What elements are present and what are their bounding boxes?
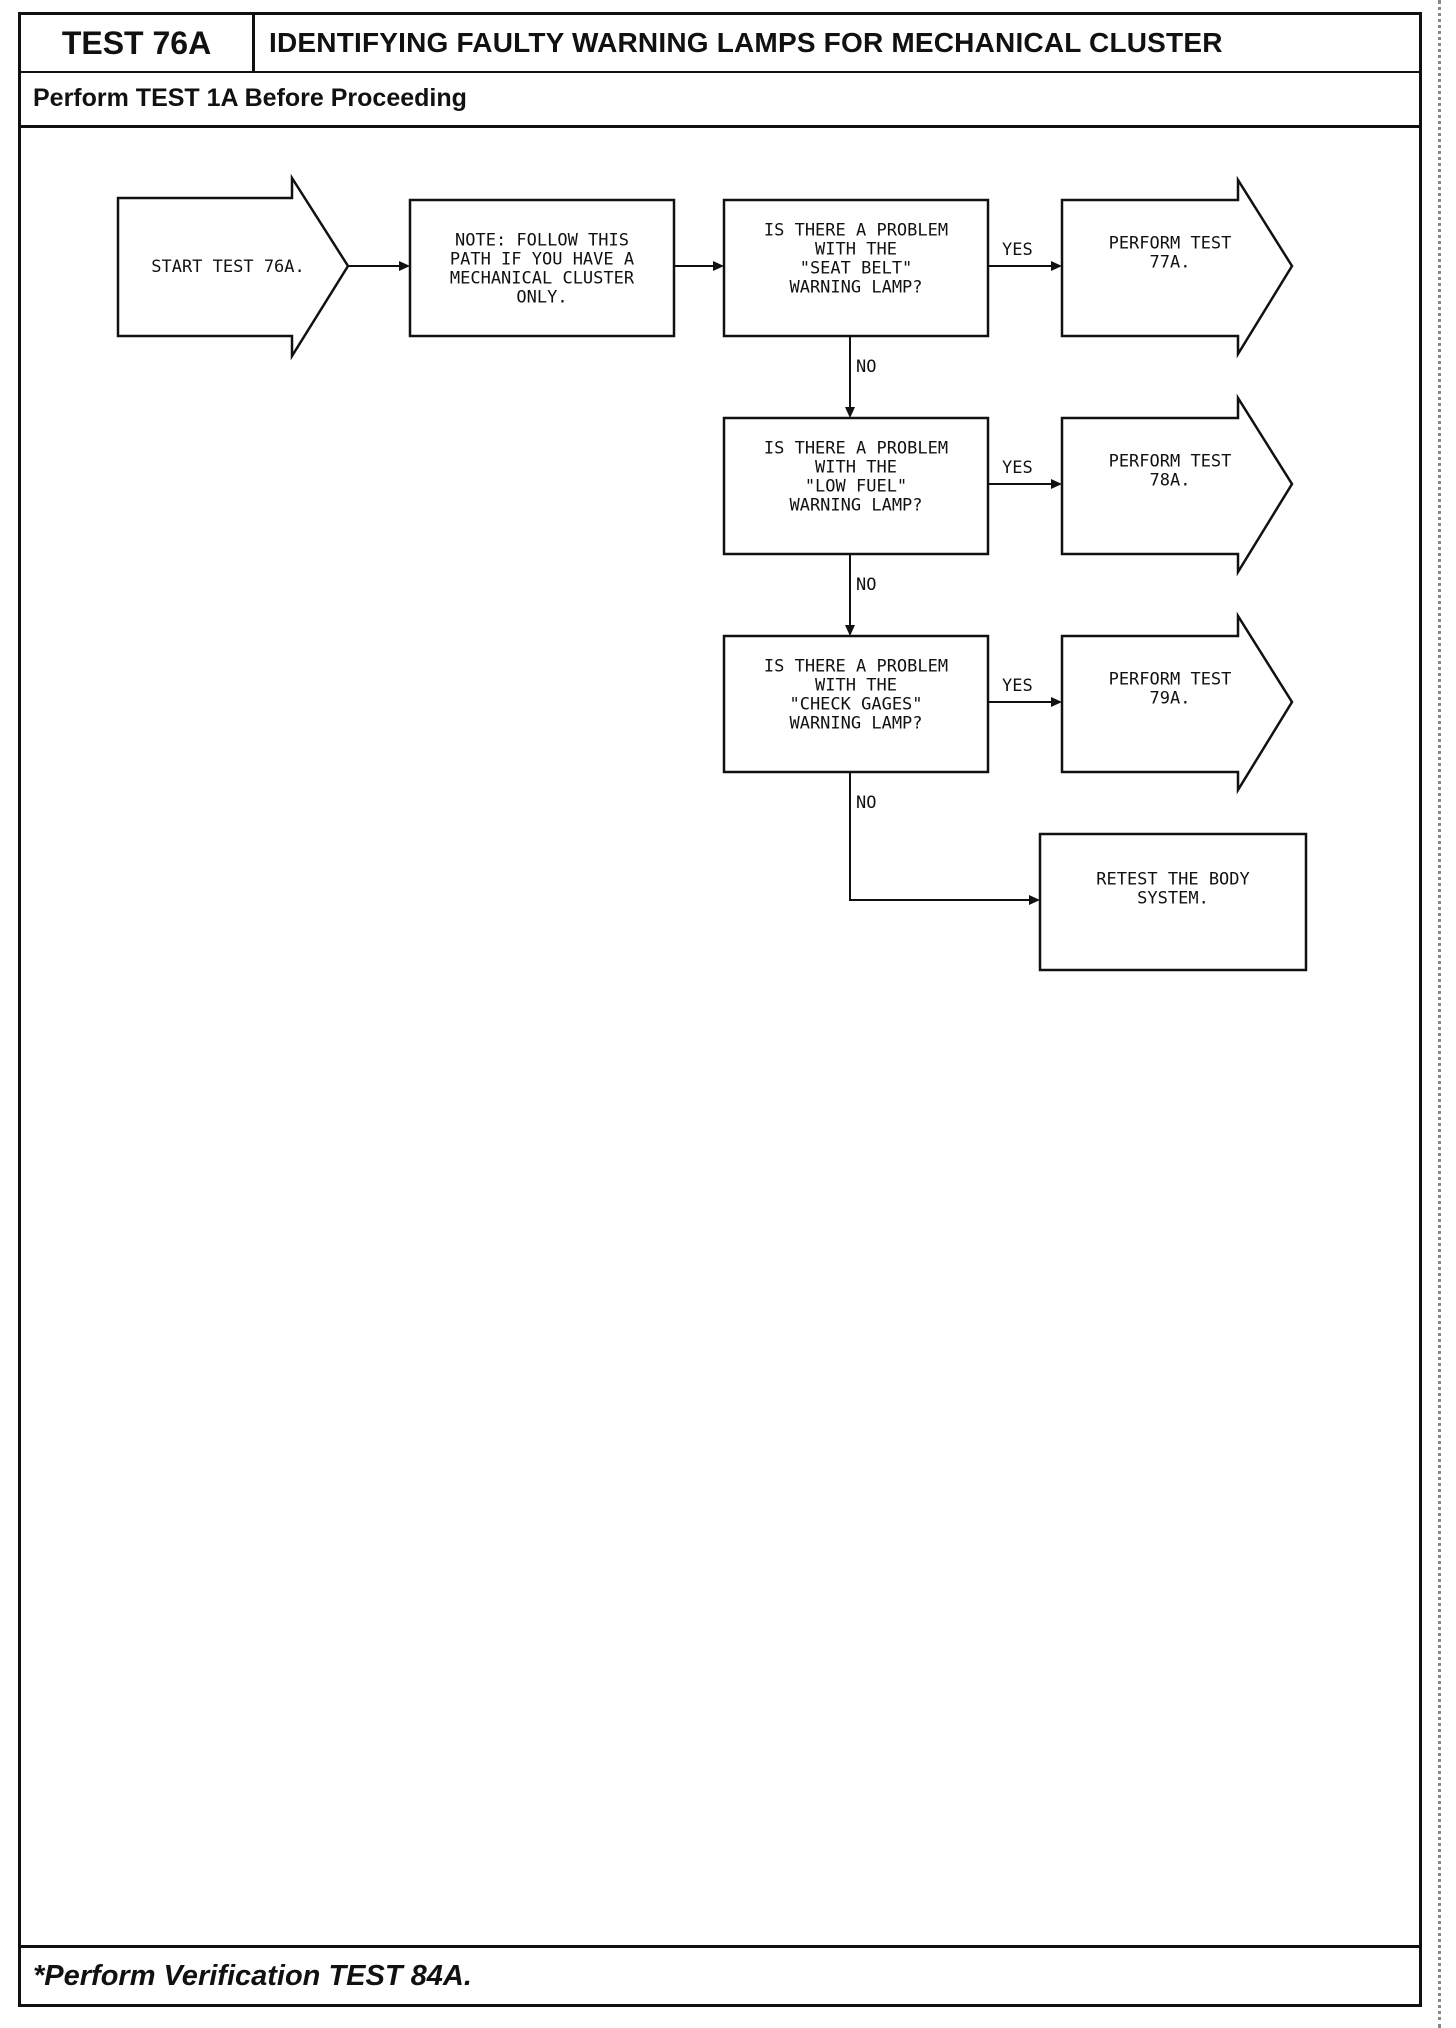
arrowhead-start-note — [399, 261, 410, 271]
result-78a-arrow-shape — [1060, 393, 1294, 577]
question-seat-belt-box — [722, 198, 990, 338]
connector-q3-no — [849, 772, 1030, 901]
result-77a-text-line: 77A. — [1150, 253, 1191, 273]
test-id: TEST 76A — [21, 15, 255, 71]
note-text-line: NOTE: FOLLOW THIS — [455, 231, 629, 251]
result-79a-arrow-shape — [1060, 611, 1294, 795]
arrowhead-q1-yes — [1051, 261, 1062, 271]
arrowhead-q3-yes — [1051, 697, 1062, 707]
retest-text-line: SYSTEM. — [1137, 889, 1209, 909]
subheader-row: Perform TEST 1A Before Proceeding — [21, 71, 1419, 128]
verification-note: *Perform Verification TEST 84A. — [33, 1959, 472, 1992]
question-seat-belt-text-line: "SEAT BELT" — [800, 259, 913, 279]
no-label-q2: NO — [856, 575, 876, 595]
retest-text-line: RETEST THE BODY — [1096, 870, 1250, 890]
note-text-line: MECHANICAL CLUSTER — [450, 269, 635, 289]
test-frame: TEST 76A IDENTIFYING FAULTY WARNING LAMP… — [18, 12, 1422, 2007]
question-seat-belt-text-line: WARNING LAMP? — [789, 278, 922, 298]
header-row: TEST 76A IDENTIFYING FAULTY WARNING LAMP… — [21, 15, 1419, 73]
yes-label-q3: YES — [1002, 676, 1033, 696]
question-check-gages-text-line: WARNING LAMP? — [789, 714, 922, 734]
no-label-q3: NO — [856, 793, 876, 813]
start-text: START TEST 76A. — [151, 257, 305, 277]
no-label-q1: NO — [856, 357, 876, 377]
question-seat-belt-text-line: IS THERE A PROBLEM — [764, 221, 948, 241]
result-78a-text-line: 78A. — [1150, 471, 1191, 491]
note-text-line: PATH IF YOU HAVE A — [450, 250, 634, 270]
question-low-fuel-text-line: WITH THE — [815, 458, 897, 478]
arrowhead-q1-no — [845, 407, 855, 418]
result-78a-text-line: PERFORM TEST — [1109, 452, 1232, 472]
yes-label-q2: YES — [1002, 458, 1033, 478]
question-check-gages-text-line: "CHECK GAGES" — [789, 695, 922, 715]
arrowhead-q2-no — [845, 625, 855, 636]
question-low-fuel-text-line: IS THERE A PROBLEM — [764, 439, 948, 459]
arrowhead-q2-yes — [1051, 479, 1062, 489]
question-check-gages-text-line: WITH THE — [815, 676, 897, 696]
question-low-fuel-text-line: WARNING LAMP? — [789, 496, 922, 516]
start-text-line: START TEST 76A. — [151, 257, 305, 277]
footer-row: *Perform Verification TEST 84A. — [21, 1945, 1419, 2004]
result-77a-arrow-shape — [1060, 175, 1294, 359]
question-seat-belt-text-line: WITH THE — [815, 240, 897, 260]
result-79a-text-line: PERFORM TEST — [1109, 670, 1232, 690]
prerequisite-note: Perform TEST 1A Before Proceeding — [33, 83, 467, 112]
page-edge-dots — [1438, 0, 1445, 2028]
note-box — [408, 198, 676, 338]
question-check-gages-box — [722, 634, 990, 774]
arrowhead-note-q1 — [713, 261, 724, 271]
question-low-fuel-text-line: "LOW FUEL" — [805, 477, 907, 497]
question-low-fuel-box — [722, 416, 990, 556]
question-check-gages-text-line: IS THERE A PROBLEM — [764, 657, 948, 677]
result-77a-text-line: PERFORM TEST — [1109, 234, 1232, 254]
result-79a-text-line: 79A. — [1150, 689, 1191, 709]
note-text-line: ONLY. — [516, 288, 567, 308]
start-arrow-shape — [116, 173, 350, 361]
retest-box — [1038, 832, 1308, 972]
page-title: IDENTIFYING FAULTY WARNING LAMPS FOR MEC… — [269, 27, 1223, 58]
arrowhead-q3-no — [1029, 895, 1040, 905]
yes-label-q1: YES — [1002, 240, 1033, 260]
